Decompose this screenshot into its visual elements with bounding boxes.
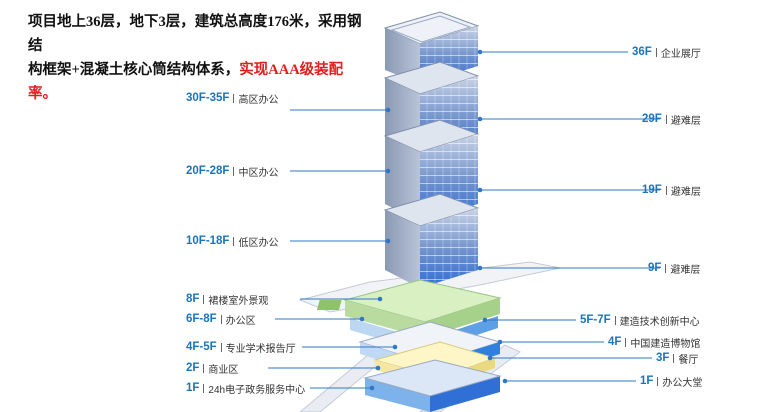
floor-function: 餐厅 bbox=[678, 351, 698, 366]
floor-function: 避难层 bbox=[671, 183, 701, 198]
label-36f: 36F 企业展厅 bbox=[632, 45, 701, 59]
floor-range: 3F bbox=[656, 352, 669, 364]
floor-range: 6F-8F bbox=[186, 313, 217, 325]
floor-function: 低区办公 bbox=[238, 234, 278, 249]
floor-function: 避难层 bbox=[671, 112, 701, 127]
floor-range: 36F bbox=[632, 46, 652, 58]
label-9f: 9F 避难层 bbox=[648, 261, 700, 275]
label-2f: 2F 商业区 bbox=[186, 361, 238, 375]
label-1f-left: 1F 24h电子政务服务中心 bbox=[186, 381, 305, 395]
floor-range: 5F-7F bbox=[580, 314, 611, 326]
tower-low-zone-block bbox=[385, 194, 478, 288]
label-10f-18f: 10F-18F 低区办公 bbox=[186, 234, 278, 248]
label-4f-right: 4F 中国建造博物馆 bbox=[608, 335, 700, 349]
floor-function: 办公区 bbox=[226, 312, 256, 327]
label-20f-28f: 20F-28F 中区办公 bbox=[186, 164, 278, 178]
floor-range: 19F bbox=[642, 184, 662, 196]
label-30f-35f: 30F-35F 高区办公 bbox=[186, 91, 278, 105]
floor-range: 8F bbox=[186, 293, 199, 305]
floor-function: 中国建造博物馆 bbox=[630, 335, 700, 350]
floor-function: 企业展厅 bbox=[661, 45, 701, 60]
label-3f: 3F 餐厅 bbox=[656, 351, 698, 365]
label-19f: 19F 避难层 bbox=[642, 183, 701, 197]
floor-range: 1F bbox=[186, 382, 199, 394]
floor-function: 裙楼室外景观 bbox=[208, 292, 268, 307]
floor-range: 10F-18F bbox=[186, 235, 229, 247]
floor-range: 30F-35F bbox=[186, 92, 229, 104]
label-29f: 29F 避难层 bbox=[642, 112, 701, 126]
floor-range: 1F bbox=[640, 375, 653, 387]
floor-range: 9F bbox=[648, 262, 661, 274]
floor-range: 4F bbox=[608, 336, 621, 348]
floor-function: 办公大堂 bbox=[662, 374, 702, 389]
floor-range: 2F bbox=[186, 362, 199, 374]
floor-range: 29F bbox=[642, 113, 662, 125]
floor-range: 20F-28F bbox=[186, 165, 229, 177]
floor-function: 建造技术创新中心 bbox=[620, 313, 700, 328]
floor-function: 中区办公 bbox=[238, 164, 278, 179]
label-5f-7f: 5F-7F 建造技术创新中心 bbox=[580, 313, 700, 327]
label-1f-right: 1F 办公大堂 bbox=[640, 374, 702, 388]
label-6f-8f: 6F-8F 办公区 bbox=[186, 312, 256, 326]
floor-function: 商业区 bbox=[208, 361, 238, 376]
floor-function: 专业学术报告厅 bbox=[226, 340, 296, 355]
label-8f-left: 8F 裙楼室外景观 bbox=[186, 292, 268, 306]
floor-range: 4F-5F bbox=[186, 341, 217, 353]
label-4f-5f: 4F-5F 专业学术报告厅 bbox=[186, 340, 296, 354]
floor-function: 24h电子政务服务中心 bbox=[208, 381, 305, 396]
floor-function: 高区办公 bbox=[238, 91, 278, 106]
floor-function: 避难层 bbox=[670, 261, 700, 276]
